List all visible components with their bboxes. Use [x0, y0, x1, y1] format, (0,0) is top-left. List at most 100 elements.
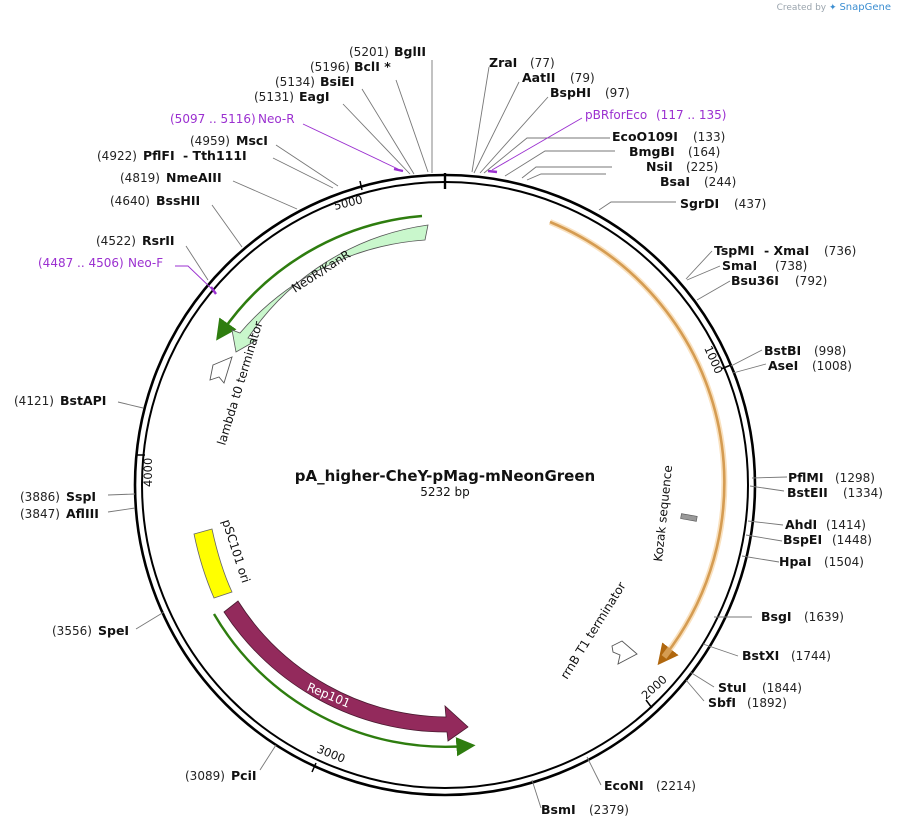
primer-neo-r[interactable]: (5097 .. 5116) Neo-R — [170, 112, 295, 126]
rep101-orf-line — [212, 613, 476, 757]
site-name: HpaI — [779, 554, 812, 569]
site-pos: (4959) — [190, 134, 230, 148]
site-bsphi[interactable]: BspHI (97) — [550, 85, 630, 100]
site-name: ZraI — [489, 55, 517, 70]
lambda-arrow-icon — [209, 356, 233, 384]
site-spei[interactable]: (3556) SpeI — [52, 623, 129, 638]
site-eagi[interactable]: (5131) EagI — [254, 89, 330, 104]
site-bsiei[interactable]: (5134) BsiEI — [275, 74, 354, 89]
primer-neo-f[interactable]: (4487 .. 4506) Neo-F — [38, 256, 163, 270]
site-pcii[interactable]: (3089) PciI — [185, 768, 257, 783]
site-pos: (3089) — [185, 769, 225, 783]
primer-pbrforeco[interactable]: pBRforEco (117 .. 135) — [585, 108, 726, 122]
site-pos: (1414) — [826, 518, 866, 532]
site-pos: (225) — [686, 160, 718, 174]
site-bmgbi[interactable]: BmgBI (164) — [629, 144, 720, 159]
site-bsgi[interactable]: BsgI (1639) — [761, 609, 844, 624]
site-name-2: - Tth111I — [183, 148, 247, 163]
site-name: Bsu36I — [731, 273, 779, 288]
site-name: EagI — [299, 89, 330, 104]
site-bsteii[interactable]: BstEII (1334) — [787, 485, 883, 500]
site-zrai[interactable]: ZraI (77) — [489, 55, 555, 70]
site-name: BclI * — [354, 59, 391, 74]
site-hpai[interactable]: HpaI (1504) — [779, 554, 864, 569]
site-pos: (5131) — [254, 90, 294, 104]
site-pos: (1008) — [812, 359, 852, 373]
plasmid-name: pA_higher-CheY-pMag-mNeonGreen — [295, 467, 595, 485]
site-bsshii[interactable]: (4640) BssHII — [110, 193, 200, 208]
site-pos: (1448) — [832, 533, 872, 547]
primer-pbrforeco-mark — [487, 169, 498, 174]
site-bsu36i[interactable]: Bsu36I (792) — [731, 273, 827, 288]
site-pflmi[interactable]: PflMI (1298) — [788, 470, 875, 485]
feature-kozak-sequence[interactable]: Kozak sequence — [651, 465, 698, 563]
plasmid-length: 5232 bp — [420, 485, 470, 499]
site-aatii[interactable]: AatII (79) — [522, 70, 595, 85]
site-pos: (4640) — [110, 194, 150, 208]
feature-cds-orange[interactable] — [548, 219, 728, 666]
neor-arrow — [231, 224, 429, 353]
tick-label-3000: 3000 — [315, 742, 347, 766]
feature-psc101-ori[interactable]: pSC101 ori — [193, 518, 253, 599]
site-sspi[interactable]: (3886) SspI — [20, 489, 96, 504]
snapgene-logo-icon: ✦ — [829, 3, 837, 13]
site-pos: (738) — [775, 259, 807, 273]
primer-neo-f-mark — [210, 286, 217, 295]
site-afliii[interactable]: (3847) AflIII — [20, 506, 99, 521]
site-bstxi[interactable]: BstXI (1744) — [742, 648, 831, 663]
site-pflfi[interactable]: (4922) PflFI - Tth111I — [97, 148, 247, 163]
site-bstapi[interactable]: (4121) BstAPI — [14, 393, 106, 408]
site-name: EcoO109I — [612, 129, 678, 144]
site-name: BstEII — [787, 485, 828, 500]
kozak-block — [680, 513, 698, 522]
site-pos: (133) — [693, 130, 725, 144]
feature-rrnb-t1-terminator[interactable]: rrnB T1 terminator — [558, 579, 638, 682]
site-name: BstAPI — [60, 393, 106, 408]
site-bglii[interactable]: (5201) BglII — [349, 44, 426, 59]
site-pos: (1298) — [835, 471, 875, 485]
site-name: StuI — [718, 680, 747, 695]
site-pos: (164) — [688, 145, 720, 159]
site-smai[interactable]: SmaI (738) — [722, 258, 807, 273]
site-name: AflIII — [66, 506, 99, 521]
site-pos: (998) — [814, 344, 846, 358]
site-pos: (1844) — [762, 681, 802, 695]
site-msci[interactable]: (4959) MscI — [190, 133, 268, 148]
site-econi[interactable]: EcoNI (2214) — [604, 778, 696, 793]
primer-range: (117 .. 135) — [656, 108, 726, 122]
site-bspei[interactable]: BspEI (1448) — [783, 532, 872, 547]
orange-orf-line — [549, 220, 726, 666]
site-name: SmaI — [722, 258, 757, 273]
site-pos: (97) — [605, 86, 630, 100]
site-name: PciI — [231, 768, 257, 783]
site-sgrdi[interactable]: SgrDI (437) — [680, 196, 766, 211]
site-nmeaiii[interactable]: (4819) NmeAIII — [120, 170, 222, 185]
credit-prefix: Created by — [776, 3, 827, 13]
site-name: SspI — [66, 489, 96, 504]
tick-label-2000: 2000 — [639, 672, 670, 702]
site-rsrii[interactable]: (4522) RsrII — [96, 233, 175, 248]
site-pos: (1334) — [843, 486, 883, 500]
site-name-2: - XmaI — [764, 243, 809, 258]
site-name: AatII — [522, 70, 555, 85]
neor-label: NeoR/KanR — [289, 247, 353, 295]
site-bsmi[interactable]: BsmI (2379) — [541, 802, 629, 817]
site-ahdi[interactable]: AhdI (1414) — [785, 517, 866, 532]
site-bsai[interactable]: BsaI (244) — [660, 174, 736, 189]
site-bstbi[interactable]: BstBI (998) — [764, 343, 846, 358]
site-name: EcoNI — [604, 778, 644, 793]
site-name: BsiEI — [320, 74, 354, 89]
site-ecoo109i[interactable]: EcoO109I (133) — [612, 129, 725, 144]
site-pos: (3847) — [20, 507, 60, 521]
site-asei[interactable]: AseI (1008) — [768, 358, 852, 373]
site-name: AhdI — [785, 517, 817, 532]
feature-rep101[interactable]: Rep101 — [212, 600, 476, 757]
site-nsii[interactable]: NsiI (225) — [646, 159, 718, 174]
snapgene-credit: Created by ✦ SnapGene — [777, 2, 891, 13]
site-sbfi[interactable]: SbfI (1892) — [708, 695, 787, 710]
rrnb-label: rrnB T1 terminator — [558, 579, 629, 681]
site-tspmi[interactable]: TspMI - XmaI (736) — [714, 243, 856, 258]
site-pos: (5134) — [275, 75, 315, 89]
site-bcli[interactable]: (5196) BclI * — [310, 59, 391, 74]
site-stui[interactable]: StuI (1844) — [718, 680, 802, 695]
